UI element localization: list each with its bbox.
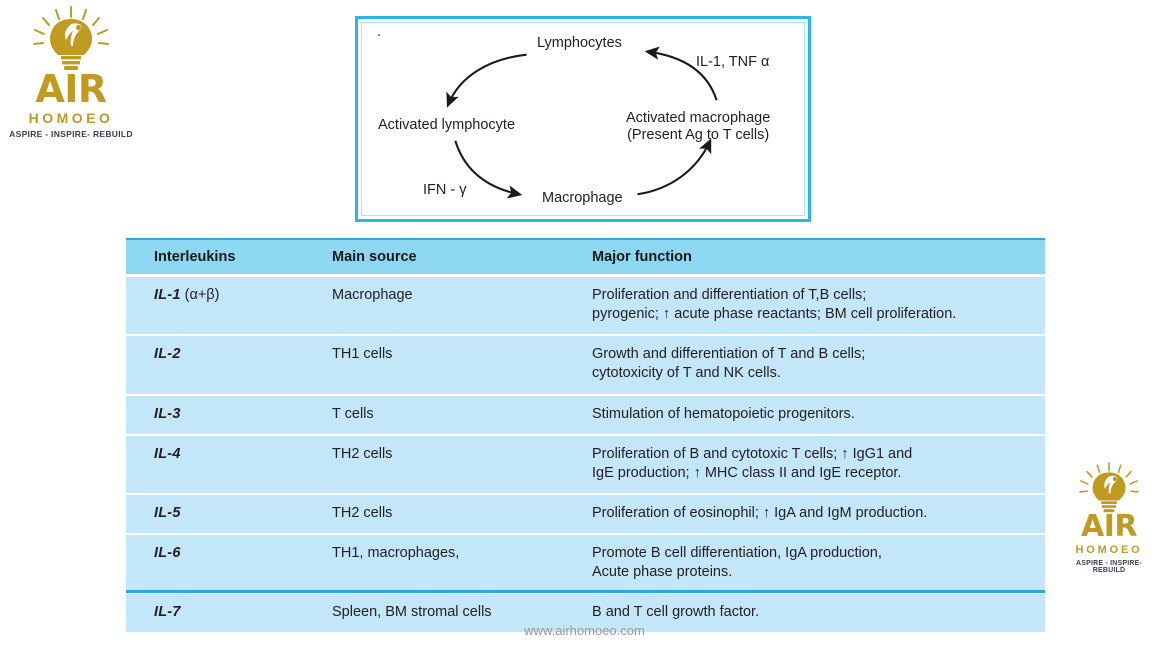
cell-main-source: TH2 cells: [332, 492, 592, 534]
logo-tagline: ASPIRE - INSPIRE- REBUILD: [9, 129, 133, 139]
interleukin-name: IL-5: [154, 504, 181, 521]
function-line: Growth and differentiation of T and B ce…: [592, 346, 866, 363]
cell-major-function: Proliferation of eosinophil; ↑ IgA and I…: [592, 492, 1045, 534]
diagram-arrows: [446, 46, 718, 199]
interleukin-subtype: (α+β): [180, 287, 220, 303]
brand-logo-primary: AIR HOMOEO ASPIRE - INSPIRE- REBUILD: [8, 6, 134, 139]
function-line: IgE production; ↑ MHC class II and IgE r…: [592, 464, 902, 481]
diagram-node-macrophage: Macrophage: [542, 190, 623, 206]
diagram-node-activated-macrophage: Activated macrophage (Present Ag to T ce…: [626, 110, 770, 143]
cell-main-source: Spleen, BM stromal cells: [332, 592, 592, 633]
function-line: Proliferation and differentiation of T,B…: [592, 287, 867, 303]
diagram-speck: [378, 34, 380, 36]
cell-main-source: TH2 cells: [332, 433, 592, 494]
table-bottom-rule: [126, 590, 1045, 593]
activated-macrophage-line-1: Activated macrophage: [626, 110, 771, 126]
diagram-inner-frame: Lymphocytes Activated lymphocyte Macroph…: [361, 22, 805, 216]
cell-major-function: B and T cell growth factor.: [592, 592, 1045, 633]
cell-main-source: TH1, macrophages,: [332, 532, 592, 594]
diagram-node-activated-lymphocyte: Activated lymphocyte: [378, 117, 516, 133]
column-header-major-function: Major function: [592, 238, 1045, 276]
interleukin-name: IL-2: [154, 346, 181, 363]
logo-tagline: ASPIRE - INSPIRE- REBUILD: [1075, 560, 1143, 574]
function-line: pyrogenic; ↑ acute phase reactants; BM c…: [592, 306, 957, 323]
diagram-edge-label-il1-tnf: IL-1, TNF α: [696, 54, 770, 70]
function-line: Stimulation of hematopoietic progenitors…: [592, 405, 855, 422]
cell-interleukin: IL-6: [126, 532, 332, 594]
cell-interleukin: IL-3: [126, 393, 332, 435]
table-row: IL-6 TH1, macrophages,Promote B cell diff…: [126, 532, 1045, 594]
cell-major-function: Promote B cell differentiation, IgA prod…: [592, 532, 1045, 594]
cell-interleukin: IL-4: [126, 433, 332, 494]
logo-subbrand-text: HOMOEO: [28, 110, 114, 126]
lightbulb-icon: [25, 6, 117, 72]
column-header-interleukins: Interleukins: [126, 238, 332, 276]
activated-macrophage-line-2: (Present Ag to T cells): [627, 126, 770, 143]
table-header-row: Interleukins Main source Major function: [126, 238, 1045, 276]
interleukin-name: IL-1: [154, 287, 181, 303]
cell-interleukin: IL-5: [126, 492, 332, 534]
cell-main-source: T cells: [332, 393, 592, 435]
logo-subbrand-text: HOMOEO: [1075, 544, 1143, 556]
brand-logo-secondary: AIR HOMOEO ASPIRE - INSPIRE- REBUILD: [1059, 462, 1159, 574]
interleukin-name: IL-3: [154, 405, 181, 422]
interleukin-name: IL-4: [154, 445, 181, 462]
function-line: Proliferation of B and cytotoxic T cells…: [592, 445, 913, 462]
interleukin-name: IL-6: [154, 545, 181, 561]
function-line: Proliferation of eosinophil; ↑ IgA and I…: [592, 504, 928, 521]
cell-interleukin: IL-2: [126, 334, 332, 395]
interleukin-name: IL-7: [154, 604, 181, 621]
function-line: Acute phase proteins.: [592, 564, 733, 581]
logo-brand-text: AIR: [35, 67, 107, 111]
column-header-main-source: Main source: [332, 238, 592, 276]
cell-major-function: Stimulation of hematopoietic progenitors…: [592, 393, 1045, 435]
cell-major-function: Growth and differentiation of T and B ce…: [592, 334, 1045, 395]
cell-major-function: Proliferation of B and cytotoxic T cells…: [592, 433, 1045, 494]
diagram-node-lymphocytes: Lymphocytes: [537, 35, 622, 51]
cell-main-source: Macrophage: [332, 274, 592, 336]
immune-cycle-diagram: Lymphocytes Activated lymphocyte Macroph…: [355, 16, 811, 222]
cell-main-source: TH1 cells: [332, 334, 592, 395]
function-line: cytotoxicity of T and NK cells.: [592, 365, 781, 382]
function-line: B and T cell growth factor.: [592, 604, 760, 621]
cell-interleukin: IL-1 (α+β): [126, 274, 332, 336]
cell-interleukin: IL-7: [126, 592, 332, 633]
lightbulb-icon: [1073, 462, 1145, 514]
cell-major-function: Proliferation and differentiation of T,B…: [592, 274, 1045, 336]
footer-url: www.airhomoeo.com: [524, 623, 645, 638]
logo-brand-text: AIR: [1081, 509, 1137, 544]
diagram-edge-label-ifn-gamma: IFN - γ: [423, 182, 467, 198]
interleukins-table: Interleukins Main source Major function …: [126, 238, 1045, 633]
table-header: Interleukins Main source Major function: [126, 238, 1045, 276]
function-line: Promote B cell differentiation, IgA prod…: [592, 545, 882, 561]
